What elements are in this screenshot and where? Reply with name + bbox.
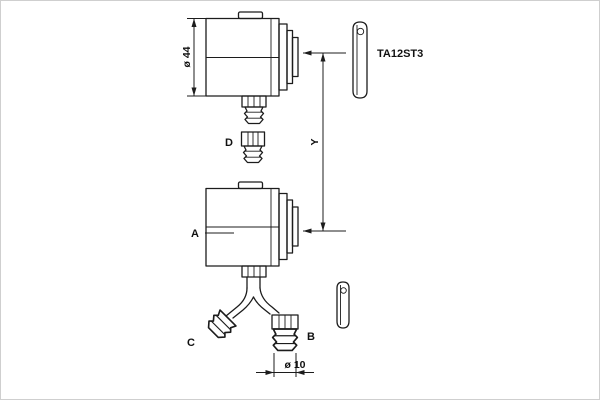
- arrow-left: [296, 370, 305, 375]
- part-label-c: C: [187, 337, 195, 349]
- mounting-bracket-bottom: [336, 281, 350, 329]
- arrow-right: [265, 370, 274, 375]
- dim-label-y: Y: [309, 138, 321, 145]
- dim-label-diameter-44: ø 44: [181, 46, 193, 67]
- bracket-hole: [356, 27, 365, 36]
- top-valve-tab: [237, 11, 264, 20]
- part-label-a: A: [191, 228, 199, 240]
- fitting-d: D: [225, 131, 266, 164]
- arrow-up: [191, 18, 197, 27]
- straight-fitting-b-barb: [271, 328, 299, 352]
- arrow-down: [320, 222, 326, 231]
- elbow-fitting-c-barb: [204, 308, 238, 342]
- fitting-d-barb: [242, 145, 264, 164]
- bottom-valve-assembly: A: [191, 181, 299, 278]
- arrow-left: [303, 228, 312, 234]
- top-valve-barb: [243, 106, 265, 125]
- part-label-b: B: [307, 331, 315, 343]
- bottom-valve-tab: [237, 181, 264, 190]
- top-valve-rings: [278, 23, 299, 91]
- bracket-hole: [340, 287, 347, 294]
- part-label-d: D: [225, 137, 233, 149]
- bottom-valve-nipple: [241, 265, 267, 278]
- dim-label-diameter-10: ø 10: [284, 359, 305, 371]
- dimension-diameter-44: ø 44: [181, 18, 206, 97]
- mounting-bracket-top: [352, 21, 368, 99]
- dimension-y: Y: [303, 50, 346, 234]
- arrow-down: [191, 87, 197, 96]
- arrow-up: [320, 53, 326, 62]
- dimension-diameter-10: ø 10: [256, 353, 314, 377]
- arrow-left: [303, 50, 312, 56]
- top-valve-assembly: [205, 11, 299, 125]
- model-number-label: TA12ST3: [377, 48, 423, 60]
- outlet-branches: C B: [187, 276, 315, 352]
- bottom-valve-rings: [278, 192, 299, 261]
